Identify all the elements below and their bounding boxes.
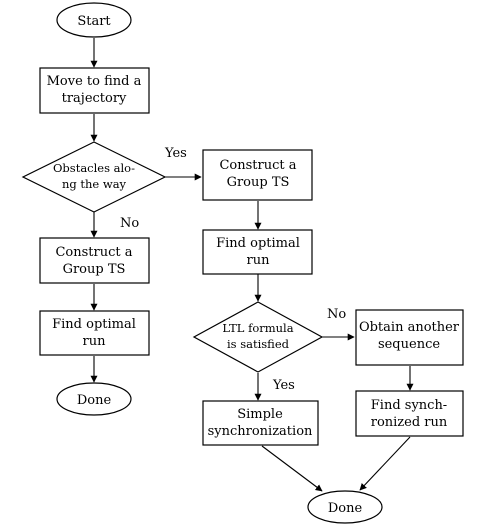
node-done-final-label: Done — [328, 501, 363, 516]
node-done-left-label: Done — [77, 393, 112, 408]
edge-label-obstacles-no: No — [120, 216, 139, 231]
node-ltl-line-2: is satisfied — [227, 337, 290, 351]
node-simple-sync-line-2: synchronization — [208, 424, 313, 439]
node-construct-left-line-2: Group TS — [63, 262, 126, 277]
node-find-right-line-1: Find optimal — [216, 236, 300, 251]
node-construct-left-line-1: Construct a — [55, 245, 132, 260]
edges — [90, 38, 414, 492]
edge-label-ltl-yes: Yes — [272, 378, 295, 393]
edge-label-ltl-no: No — [327, 307, 346, 322]
edge-find-sync-to-done — [359, 436, 411, 491]
node-find-optimal-run-right: Find optimal run — [202, 229, 313, 275]
edge-simple-sync-to-done — [261, 445, 323, 492]
node-simple-synchronization: Simple synchronization — [202, 400, 319, 446]
node-obtain-line-1: Obtain another — [359, 320, 460, 335]
node-find-synchronized-run: Find synch- ronized run — [355, 390, 464, 437]
node-start: Start — [56, 2, 132, 38]
node-ltl-line-1: LTL formula — [222, 321, 293, 335]
node-find-left-line-1: Find optimal — [52, 317, 136, 332]
node-find-optimal-run-left: Find optimal run — [39, 310, 150, 356]
node-find-sync-line-1: Find synch- — [371, 398, 447, 413]
node-find-left-line-2: run — [83, 334, 107, 349]
node-construct-group-ts-right: Construct a Group TS — [202, 149, 313, 201]
node-simple-sync-line-1: Simple — [237, 407, 283, 422]
node-obtain-another-sequence: Obtain another sequence — [355, 309, 464, 366]
node-obstacles-decision: Obstacles alo- ng the way — [21, 141, 167, 213]
node-obtain-line-2: sequence — [378, 337, 440, 352]
node-obstacles-line-1: Obstacles alo- — [53, 161, 135, 175]
node-move-find-line-2: trajectory — [62, 91, 127, 106]
node-construct-group-ts-left: Construct a Group TS — [39, 237, 150, 284]
edge-label-obstacles-yes: Yes — [164, 146, 187, 161]
node-move-find-line-1: Move to find a — [47, 74, 142, 89]
node-construct-right-line-2: Group TS — [227, 175, 290, 190]
node-done-left: Done — [56, 382, 132, 416]
node-find-right-line-2: run — [247, 253, 271, 268]
node-start-label: Start — [77, 14, 111, 29]
node-ltl-decision: LTL formula is satisfied — [192, 301, 324, 373]
node-move-find-trajectory: Move to find a trajectory — [39, 67, 150, 114]
node-obstacles-line-2: ng the way — [62, 177, 127, 191]
node-find-sync-line-2: ronized run — [371, 415, 448, 430]
node-construct-right-line-1: Construct a — [219, 158, 296, 173]
node-done-final: Done — [307, 490, 383, 524]
